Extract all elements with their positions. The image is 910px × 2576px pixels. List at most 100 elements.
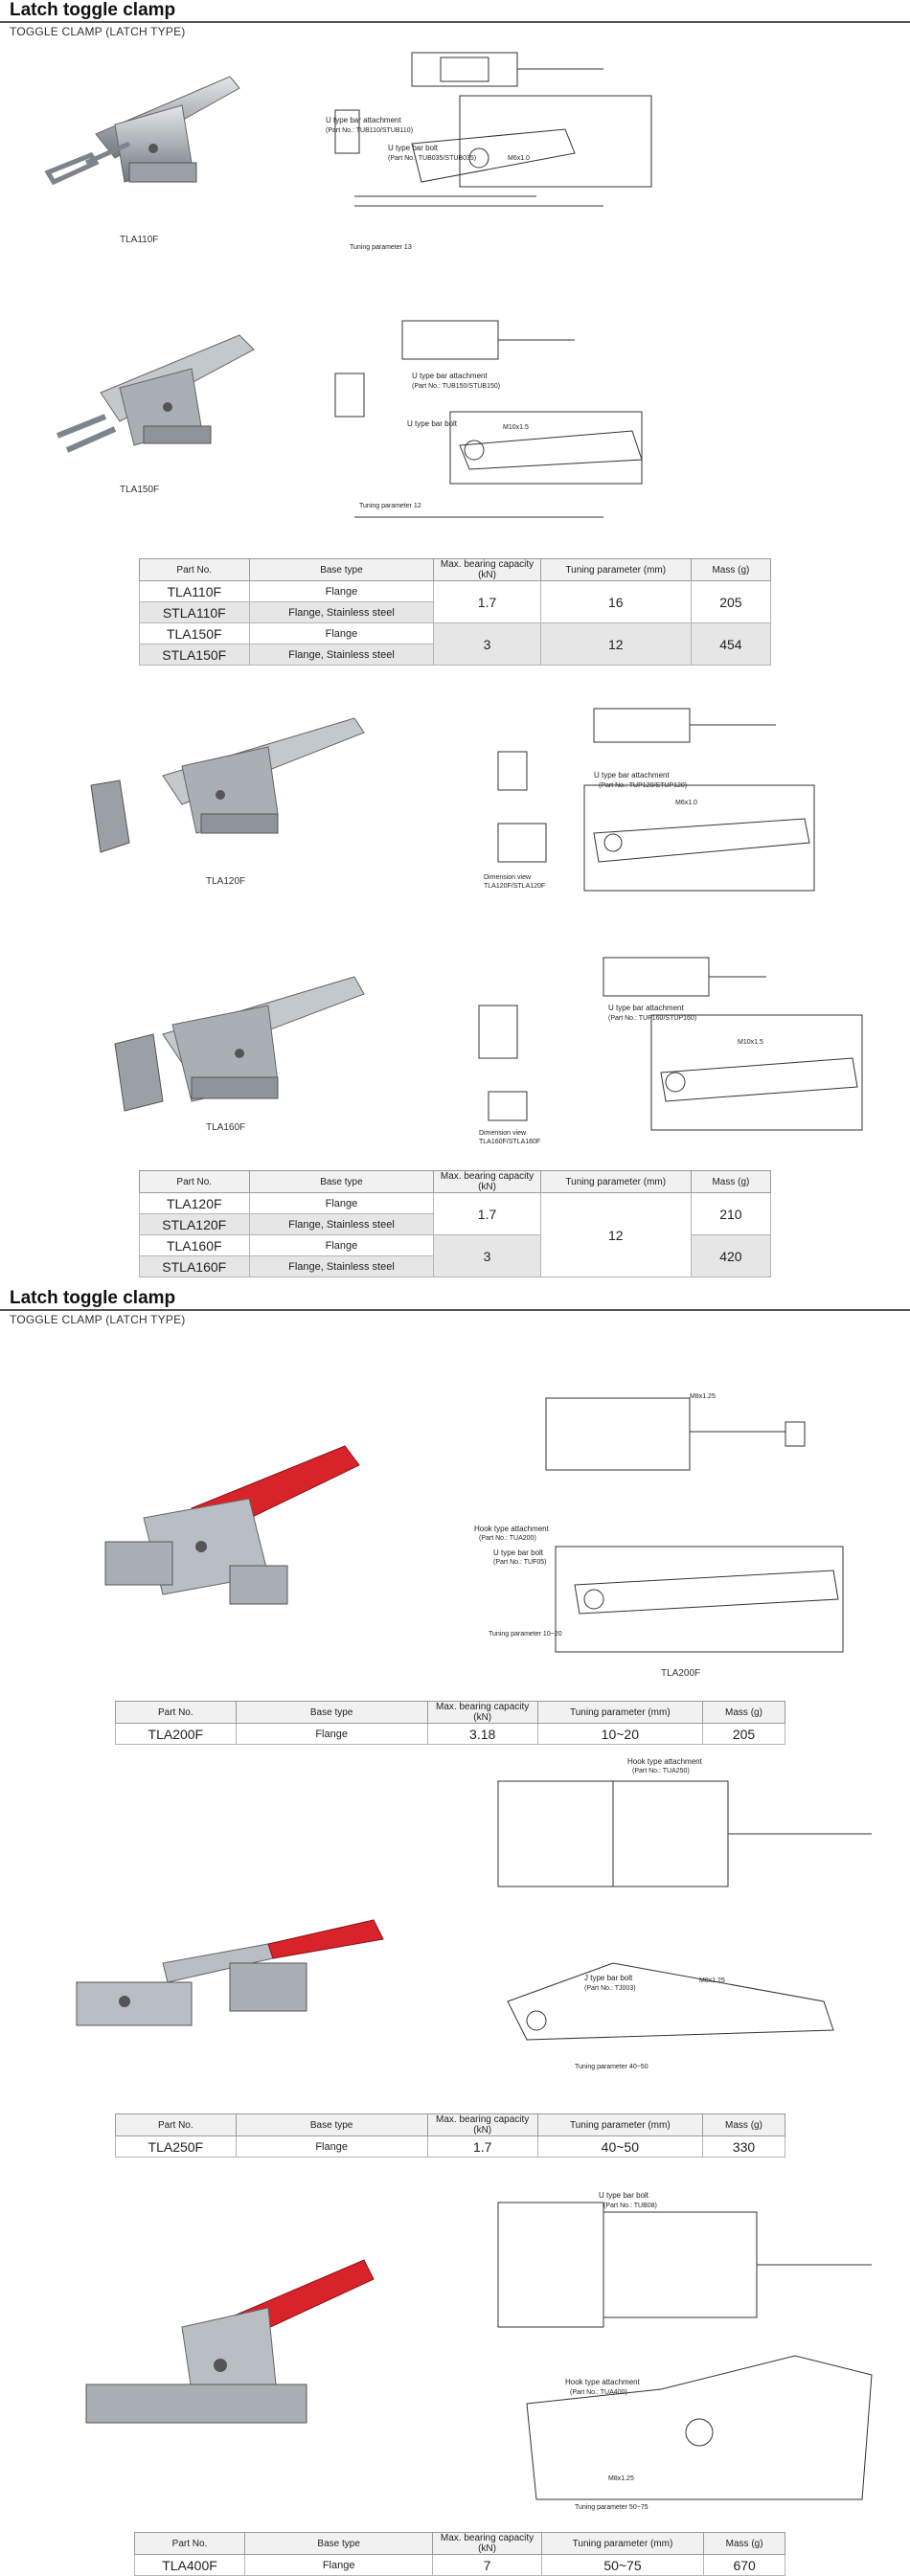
table-row: TLA400F Flange 7 50~75 670 [134, 2554, 785, 2576]
u-bolt-label: U type bar bolt [407, 419, 458, 428]
mass-cell: 205 [690, 580, 772, 623]
col-header: Part No. [115, 2113, 237, 2136]
mass-cell: 670 [703, 2554, 785, 2576]
col-header: Mass (g) [690, 558, 772, 581]
tuning-label: Tuning parameter 40~50 [575, 2064, 648, 2070]
col-header: Max. bearing capacity (kN) [426, 2113, 538, 2136]
thread-label: M8x1.25 [690, 1393, 716, 1400]
u-attach-part: (Part No.: TUB150/STUB150) [412, 383, 500, 390]
col-header: Max. bearing capacity (kN) [433, 558, 541, 581]
col-header: Tuning parameter (mm) [539, 1170, 692, 1193]
base-type-cell: Flange, Stainless steel [248, 1255, 435, 1277]
spec-table-2: Part No. Base type Max. bearing capacity… [139, 1170, 772, 1277]
col-header: Tuning parameter (mm) [539, 558, 692, 581]
table-row: TLA120F Flange 1.7 12 210 [139, 1192, 772, 1277]
table-row: TLA110F Flange 1.7 16 205 [139, 580, 772, 623]
title-divider [0, 1309, 910, 1311]
tla110f-photo [44, 76, 240, 186]
u-bolt-label: U type bar bolt [493, 1548, 544, 1557]
table-row: TLA200F Flange 3.18 10~20 205 [115, 1723, 786, 1745]
tla110f-drawing: U type bar attachment (Part No.: TUB110/… [326, 52, 652, 251]
thread-label: M10x1.5 [738, 1039, 763, 1046]
tla160f-drawing: U type bar attachment (Part No.: TUP160/… [478, 957, 863, 1145]
base-type-cell: Flange, Stainless steel [248, 601, 435, 623]
base-type-cell: Flange [248, 1234, 435, 1256]
part-no-cell: STLA120F [139, 1213, 250, 1235]
mass-cell: 420 [690, 1234, 772, 1277]
u-attach-part: (Part No.: TUB110/STUB110) [326, 127, 413, 134]
part-no-cell: TLA120F [139, 1192, 250, 1214]
part-no-cell: TLA400F [134, 2554, 245, 2576]
tla150f-drawing: U type bar attachment (Part No.: TUB150/… [334, 320, 643, 518]
tuning-cell: 10~20 [536, 1723, 703, 1745]
col-header: Base type [235, 2113, 428, 2136]
col-header: Max. bearing capacity (kN) [433, 1170, 541, 1193]
hook-label: Hook type attachment [627, 1757, 703, 1766]
tuning-label: Tuning parameter 13 [350, 244, 412, 251]
base-type-cell: Flange [248, 1192, 435, 1214]
base-type-cell: Flange [235, 2135, 428, 2158]
col-header: Mass (g) [703, 2532, 785, 2555]
tuning-cell: 50~75 [540, 2554, 705, 2576]
capacity-cell: 1.7 [433, 580, 541, 623]
u-bolt-part: (Part No.: TUB035/STUB035) [388, 155, 476, 162]
u-attach-part: (Part No.: TUP120/STUP120) [599, 782, 687, 789]
tla150f-photo [56, 334, 255, 453]
part-no-cell: TLA160F [139, 1234, 250, 1256]
u-attach-label: U type bar attachment [594, 771, 670, 780]
table-row: STLA150F Flange, Stainless steel [139, 644, 771, 666]
base-type-cell: Flange [243, 2554, 434, 2576]
thread-label: M6x1.0 [508, 155, 530, 162]
col-header: Tuning parameter (mm) [536, 2113, 703, 2136]
mass-cell: 454 [690, 622, 772, 666]
tla200f-drawing: Hook type attachment (Part No.: TUA200) … [474, 1393, 844, 1653]
part-no-cell: STLA160F [139, 1255, 250, 1277]
col-header: Tuning parameter (mm) [536, 1701, 703, 1724]
hook-label: Hook type attachment [474, 1525, 550, 1533]
table-row: TLA250F Flange 1.7 40~50 330 [115, 2135, 786, 2158]
part-no-cell: TLA250F [115, 2135, 237, 2158]
photo-caption: TLA110F [120, 235, 159, 245]
u-bolt-label: U type bar bolt [599, 2191, 649, 2200]
dim-view-label: Dimension view [484, 874, 532, 881]
tla400f-drawing: U type bar bolt (Part No.: TUB08) Hook t… [497, 2191, 873, 2511]
photo-caption: TLA120F [206, 876, 246, 887]
table-row: TLA150F Flange 3 12 454 [139, 622, 772, 666]
part-no-cell: STLA150F [139, 644, 250, 666]
capacity-cell: 1.7 [426, 2135, 538, 2158]
tuning-label: Tuning parameter 50~75 [575, 2504, 648, 2511]
u-attach-label: U type bar attachment [326, 116, 401, 124]
col-header: Base type [235, 1701, 428, 1724]
hook-part: (Part No.: TUA200) [479, 1535, 536, 1542]
tla400f-photo [85, 2259, 375, 2424]
tla120f-photo [90, 717, 365, 853]
thread-label: M10x1.5 [503, 424, 529, 431]
base-type-cell: Flange, Stainless steel [248, 1213, 435, 1235]
spec-table-3: Part No. Base type Max. bearing capacity… [115, 1701, 786, 1745]
col-header: Part No. [139, 558, 250, 581]
photo-caption: TLA200F [661, 1668, 701, 1679]
section-title: Latch toggle clamp [10, 0, 176, 20]
tuning-label: Tuning parameter 12 [359, 503, 421, 509]
tuning-label: Tuning parameter 10~20 [489, 1631, 562, 1638]
u-bolt-part: (Part No.: TUF05) [493, 1559, 547, 1566]
section-title: Latch toggle clamp [10, 1288, 176, 1308]
section-subtitle: TOGGLE CLAMP (LATCH TYPE) [10, 1313, 186, 1326]
col-header: Part No. [115, 1701, 237, 1724]
dim-view-label: TLA160F/STLA160F [479, 1139, 540, 1145]
capacity-cell: 3.18 [426, 1723, 538, 1745]
tla120f-drawing: U type bar attachment (Part No.: TUP120/… [484, 708, 815, 892]
mass-cell: 205 [701, 1723, 786, 1745]
part-no-cell: TLA150F [139, 622, 250, 644]
spec-table-1: Part No. Base type Max. bearing capacity… [139, 558, 772, 666]
col-header: Base type [243, 2532, 434, 2555]
hook-label: Hook type attachment [565, 2378, 641, 2386]
thread-label: M8x1.25 [699, 1977, 725, 1984]
tla250f-drawing: Hook type attachment (Part No.: TUA250) … [497, 1757, 872, 2070]
base-type-cell: Flange, Stainless steel [248, 644, 435, 666]
tla200f-photo [104, 1445, 360, 1605]
col-header: Mass (g) [701, 1701, 786, 1724]
base-type-cell: Flange [248, 580, 435, 602]
col-header: Max. bearing capacity (kN) [426, 1701, 538, 1724]
col-header: Tuning parameter (mm) [540, 2532, 705, 2555]
